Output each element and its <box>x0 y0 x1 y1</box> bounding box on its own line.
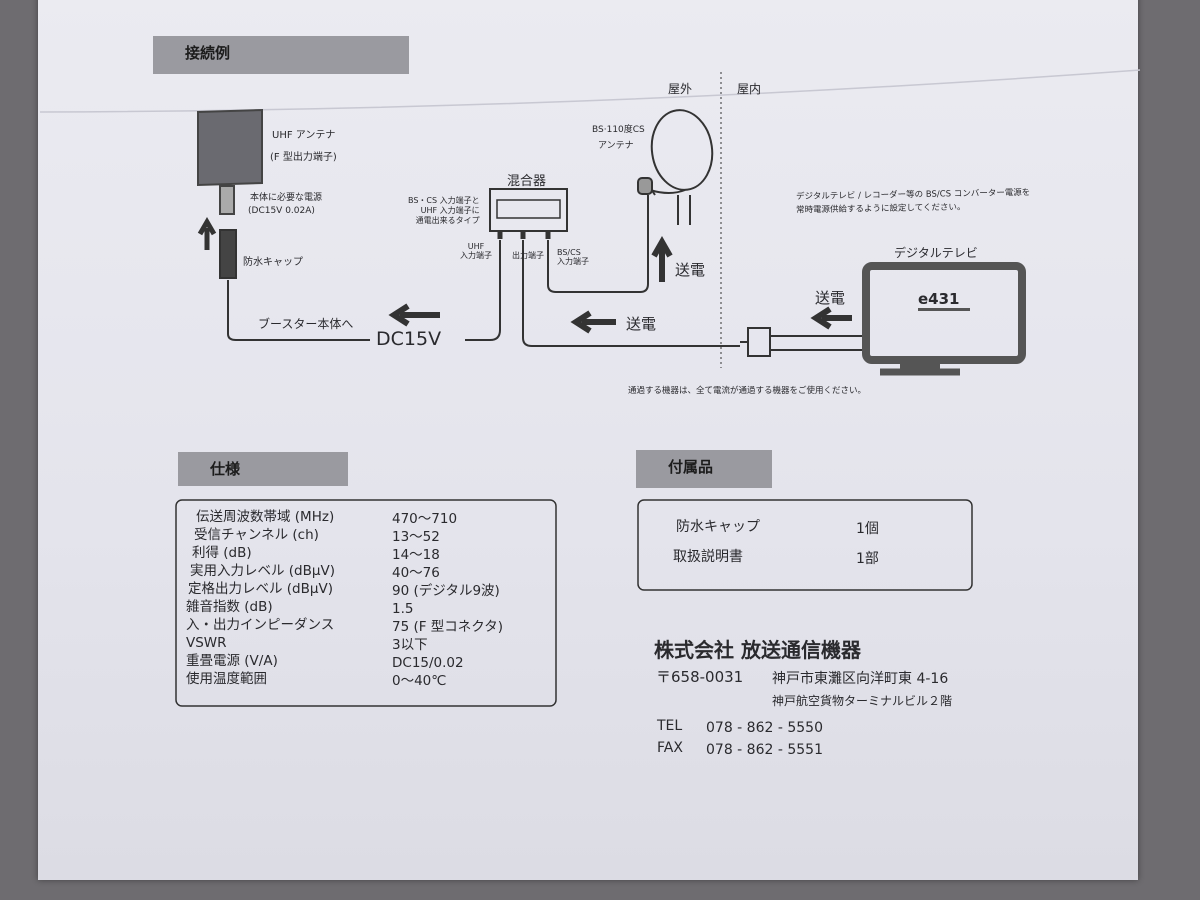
dc15v-label: DC15V <box>376 328 442 350</box>
spec-value: DC15/0.02 <box>392 655 464 671</box>
power-req-label: 本体に必要な電源 <box>250 193 323 203</box>
bscs-input-label-line: BS/CS <box>557 248 581 257</box>
f-type-label: (F 型出力端子) <box>270 152 337 163</box>
digital-tv-label: デジタルテレビ <box>894 246 978 260</box>
fax-label: FAX <box>657 740 683 756</box>
company-name: 株式会社 放送通信機器 <box>654 638 861 662</box>
accessory-item: 取扱説明書 <box>673 549 743 565</box>
spec-value: 90 (デジタル9波) <box>392 583 500 599</box>
section-header-connection: 接続例 <box>153 36 409 74</box>
power-feed-label: 送電 <box>626 315 657 333</box>
power-feed-label: 送電 <box>675 261 706 279</box>
spec-value: 40～76 <box>392 565 440 581</box>
spec-label: VSWR <box>186 635 227 651</box>
address-line: 神戸市東灘区向洋町東 4-16 <box>772 671 949 687</box>
cable <box>547 195 649 293</box>
indoor-label: 屋内 <box>737 82 762 96</box>
tel-label: TEL <box>657 718 683 734</box>
left-arrow-icon <box>570 310 616 334</box>
spec-label: 受信チャンネル (ch) <box>194 527 319 543</box>
output-port-label: 出力端子 <box>512 251 544 260</box>
satellite-dish-icon <box>650 109 714 191</box>
power-feed-label: 送電 <box>815 289 846 307</box>
connector-icon <box>219 185 235 215</box>
spec-label: 使用温度範囲 <box>186 671 267 687</box>
uhf-input-label-line: 入力端子 <box>460 251 492 260</box>
spec-label: 雑音指数 (dB) <box>186 599 273 615</box>
bs-antenna-label: BS·110度CS <box>592 125 645 135</box>
spec-label: 定格出力レベル (dBμV) <box>188 581 333 597</box>
tel-number: 078 - 862 - 5550 <box>706 720 823 736</box>
specs-values: 470～710 13～52 14～18 40～76 90 (デジタル9波) 1.5 75 (… <box>392 510 503 690</box>
mixer-note-line: 通電出来るタイプ <box>415 216 480 225</box>
spec-value: 14～18 <box>392 547 440 563</box>
bs-antenna-label: アンテナ <box>598 141 634 151</box>
spec-label: 実用入力レベル (dBμV) <box>190 563 335 579</box>
bscs-input-label-line: 入力端子 <box>557 257 589 266</box>
to-booster-label: ブースター本体へ <box>258 317 354 331</box>
postal-code: 〒658-0031 <box>656 668 744 686</box>
spec-value: 13～52 <box>392 529 440 545</box>
tv-logo: e431 <box>918 290 960 308</box>
waterproof-cap-icon <box>219 229 237 279</box>
spec-value: 3以下 <box>392 637 428 653</box>
mixer-note-line: UHF 入力端子に <box>420 206 480 215</box>
up-arrow-icon <box>197 217 217 250</box>
digital-tv-icon <box>862 262 1026 364</box>
uhf-antenna-label: UHF アンテナ <box>272 130 336 141</box>
left-arrow-icon <box>810 306 852 330</box>
splitter-icon <box>747 327 771 357</box>
cable <box>522 240 740 347</box>
mixer-label: 混合器 <box>507 174 547 189</box>
uhf-input-label-line: UHF <box>467 242 485 251</box>
spec-label: 伝送周波数帯域 (MHz) <box>196 509 335 525</box>
tv-logo-caption-placeholder <box>918 308 970 311</box>
up-arrow-icon <box>651 235 673 282</box>
spec-value: 1.5 <box>392 601 414 617</box>
power-req-value: (DC15V 0.02A) <box>248 206 315 216</box>
accessories-table-border <box>637 499 973 591</box>
cable <box>227 240 501 341</box>
spec-label: 利得 (dB) <box>192 545 252 561</box>
spec-value: 75 (F 型コネクタ) <box>392 619 504 635</box>
section-header-specs: 仕様 <box>178 452 348 486</box>
outdoor-label: 屋外 <box>668 82 693 96</box>
fold-line <box>39 69 1141 113</box>
spec-label: 重畳電源 (V/A) <box>186 653 278 669</box>
bscs-input-label: BS/CS 入力端子 <box>557 248 589 266</box>
section-header-accessories: 付属品 <box>636 450 772 488</box>
mixer-note-line: BS・CS 入力端子と <box>408 196 480 205</box>
accessory-item: 防水キャップ <box>676 519 760 535</box>
waterproof-cap-label: 防水キャップ <box>243 257 303 268</box>
spec-value: 0～40℃ <box>392 673 447 689</box>
accessory-qty: 1個 <box>856 521 879 537</box>
uhf-input-label: UHF 入力端子 <box>460 242 492 260</box>
left-arrow-icon <box>388 303 440 327</box>
spec-label: 入・出力インピーダンス <box>186 617 335 633</box>
specs-table-border <box>175 499 557 707</box>
specs-labels: 伝送周波数帯域 (MHz) 受信チャンネル (ch) 利得 (dB) 実用入力レベル … <box>186 508 335 688</box>
pass-through-note: 通過する機器は、全て電流が通過する機器をご使用ください。 <box>628 386 867 396</box>
address-line: 神戸航空貨物ターミナルビル２階 <box>772 694 953 708</box>
spec-value: 470～710 <box>392 511 458 527</box>
uhf-antenna-icon <box>197 108 263 187</box>
accessory-qty: 1部 <box>856 551 879 567</box>
mixer-icon <box>489 188 568 232</box>
fax-number: 078 - 862 - 5551 <box>706 742 823 758</box>
mixer-note: BS・CS 入力端子と UHF 入力端子に 通電出来るタイプ <box>408 196 480 226</box>
